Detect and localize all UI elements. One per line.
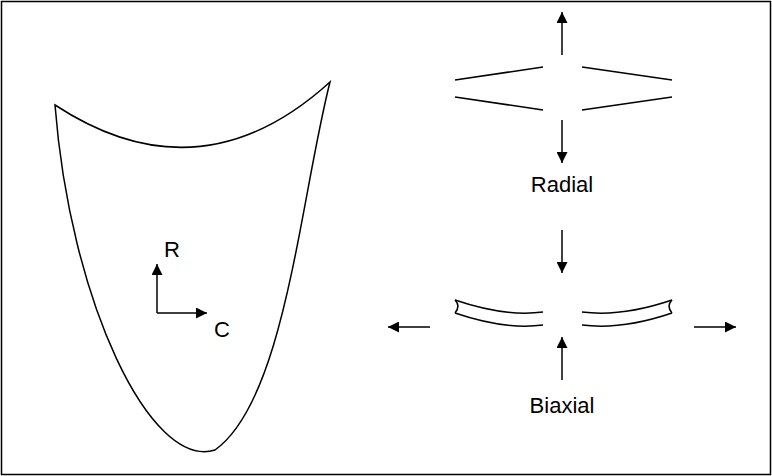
layer-curve (455, 300, 458, 313)
layer-curve (582, 313, 672, 326)
layer-curve (455, 300, 543, 313)
stress-label: Radial (531, 173, 593, 197)
axis-label: C (214, 318, 230, 342)
layer-line (582, 97, 672, 110)
force-arrow (694, 326, 736, 328)
layer-line (582, 67, 672, 80)
circumferential-axis-arrow (157, 312, 207, 314)
radial-symbol (455, 12, 672, 163)
biaxial-symbol (388, 230, 736, 380)
layer-curve (582, 300, 672, 313)
force-arrow (388, 326, 430, 328)
layer-line (455, 97, 543, 110)
layer-curve (455, 313, 543, 326)
force-arrow (561, 230, 563, 273)
force-arrow (561, 337, 563, 380)
force-arrow (561, 12, 563, 55)
axis-label: R (164, 238, 180, 262)
layer-line (455, 67, 543, 80)
cornea-shape (55, 82, 330, 452)
stress-label: Biaxial (530, 394, 595, 418)
force-arrow (561, 120, 563, 163)
radial-axis-arrow (156, 264, 158, 313)
layer-curve (669, 300, 672, 313)
